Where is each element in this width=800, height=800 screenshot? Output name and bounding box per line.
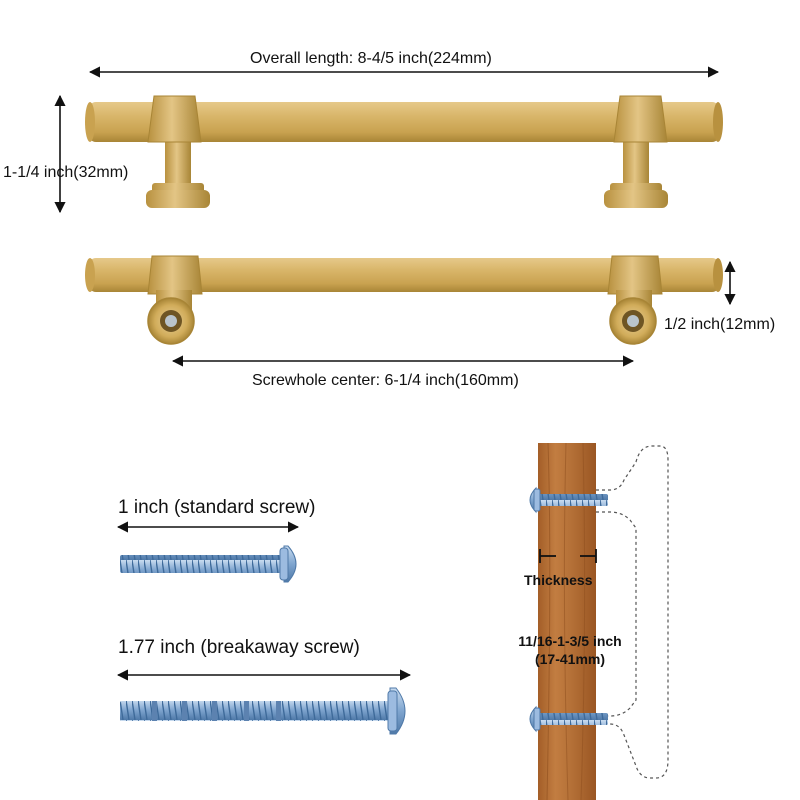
diameter-label: 1/2 inch(12mm): [664, 316, 776, 333]
thickness-range-inch: 11/16-1-3/5 inch: [518, 633, 622, 649]
height-label: 1-1/4 inch(32mm): [3, 164, 129, 181]
handle-outline-dashed: [596, 445, 669, 779]
thickness-range-mm: (17-41mm): [534, 651, 606, 667]
thickness-marker: [539, 549, 597, 563]
handle-top-view: [85, 255, 723, 345]
install-screw-top: [529, 486, 608, 514]
handle-side-view: [85, 95, 723, 208]
standard-screw: [120, 545, 297, 583]
breakaway-screw-label: 1.77 inch (breakaway screw): [118, 637, 360, 658]
thickness-label: Thickness: [524, 572, 593, 588]
dimension-arrows: [54, 66, 736, 681]
standard-screw-label: 1 inch (standard screw): [118, 497, 316, 518]
screwhole-center-label: Screwhole center: 6-1/4 inch(160mm): [252, 372, 519, 389]
breakaway-screw: [120, 687, 406, 735]
overall-length-label: Overall length: 8-4/5 inch(224mm): [250, 50, 492, 67]
install-screw-bottom: [529, 705, 608, 733]
thickness-range-label: 11/16-1-3/5 inch (17-41mm): [500, 632, 640, 668]
